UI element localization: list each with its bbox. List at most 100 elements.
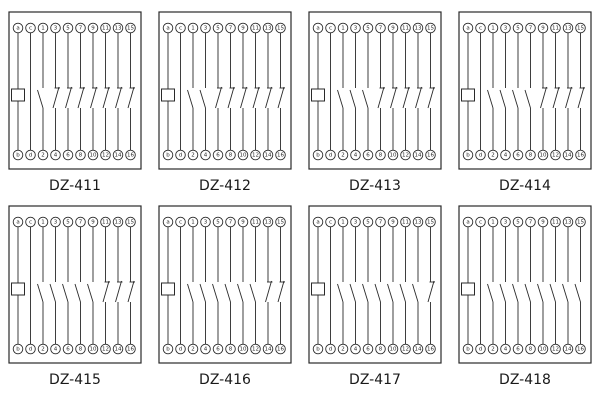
terminal-top [162,22,174,34]
terminal-bottom [12,149,24,161]
terminal-label: 16 [577,152,584,158]
terminal-bottom [525,343,536,355]
terminal-label: 10 [540,152,547,158]
terminal-label: 14 [115,152,122,158]
contact-no [74,283,81,303]
contact-nc [115,280,122,303]
terminal-label: 14 [565,152,572,158]
terminal-label: 5 [66,25,70,31]
terminal-label: 14 [415,152,422,158]
terminal-bottom [550,149,561,161]
terminal-top [100,216,111,228]
terminal-label: 8 [529,346,533,352]
terminal-bottom [25,149,36,161]
terminal-label: 6 [516,346,520,352]
terminal-label: 9 [241,25,245,31]
terminal-label: 8 [229,346,233,352]
terminal-bottom [575,149,586,161]
terminal-top [100,22,111,34]
terminal-label: 10 [390,152,397,158]
terminal-label: b [16,346,20,352]
terminal-bottom [337,149,349,161]
contact-nc [77,86,85,109]
terminal-label: 16 [427,152,434,158]
terminal-label: c [179,25,182,31]
terminal-top [187,216,199,228]
terminal-label: 2 [341,346,345,352]
terminal-label: 5 [216,219,220,225]
terminal-label: 11 [252,25,259,31]
terminal-bottom [425,149,436,161]
terminal-bottom [512,343,524,355]
terminal-label: 15 [127,219,134,225]
terminal-label: 15 [427,25,434,31]
contact-no [499,283,506,303]
terminal-bottom [25,343,36,355]
terminal-label: 2 [191,152,195,158]
terminal-label: d [329,346,333,352]
contact-nc [215,86,222,109]
contact-nc [415,86,422,109]
terminal-bottom [200,343,211,355]
terminal-label: 5 [366,219,370,225]
terminal-label: 4 [504,346,508,352]
terminal-bottom [87,149,99,161]
terminal-bottom [237,149,249,161]
terminal-top [237,22,249,34]
terminal-bottom [350,343,361,355]
terminal-top [537,22,549,34]
terminal-bottom [50,149,61,161]
terminal-top [50,216,61,228]
terminal-bottom [187,343,199,355]
terminal-top [237,216,249,228]
contact-no [387,283,394,303]
contact-no [49,283,56,303]
coil-symbol [161,88,175,102]
terminal-bottom [275,343,286,355]
terminal-bottom [362,149,374,161]
terminal-label: 5 [516,25,520,31]
terminal-bottom [250,149,261,161]
terminal-top [212,216,224,228]
terminal-label: 9 [541,25,545,31]
terminal-bottom [50,343,61,355]
contact-no [487,89,494,109]
terminal-bottom [112,149,124,161]
model-label: DZ-413 [349,178,401,194]
terminal-label: 2 [41,152,45,158]
terminal-top [375,22,386,34]
terminal-label: 13 [565,25,572,31]
terminal-label: 13 [415,25,422,31]
terminal-label: 6 [66,152,70,158]
terminal-top [250,22,261,34]
contact-nc [390,86,397,109]
terminal-label: 9 [391,25,395,31]
terminal-top [350,22,361,34]
panel-frame [308,11,442,170]
terminal-label: 3 [54,25,58,31]
terminal-label: 5 [366,25,370,31]
terminal-label: 5 [516,219,520,225]
terminal-top [87,22,99,34]
terminal-top [187,22,199,34]
coil-symbol [161,282,175,296]
terminal-label: d [329,152,333,158]
model-label: DZ-415 [49,372,101,388]
terminal-label: 4 [354,152,358,158]
contact-no [237,283,244,303]
terminal-label: a [166,25,169,31]
terminal-top [575,22,586,34]
contact-no [524,283,531,303]
terminal-top [400,216,411,228]
terminal-bottom [400,149,411,161]
panel-frame [8,11,142,170]
contact-no [362,283,369,303]
contact-nc [240,86,247,109]
terminal-bottom [387,343,399,355]
terminal-label: a [16,219,19,225]
terminal-label: 7 [379,25,383,31]
